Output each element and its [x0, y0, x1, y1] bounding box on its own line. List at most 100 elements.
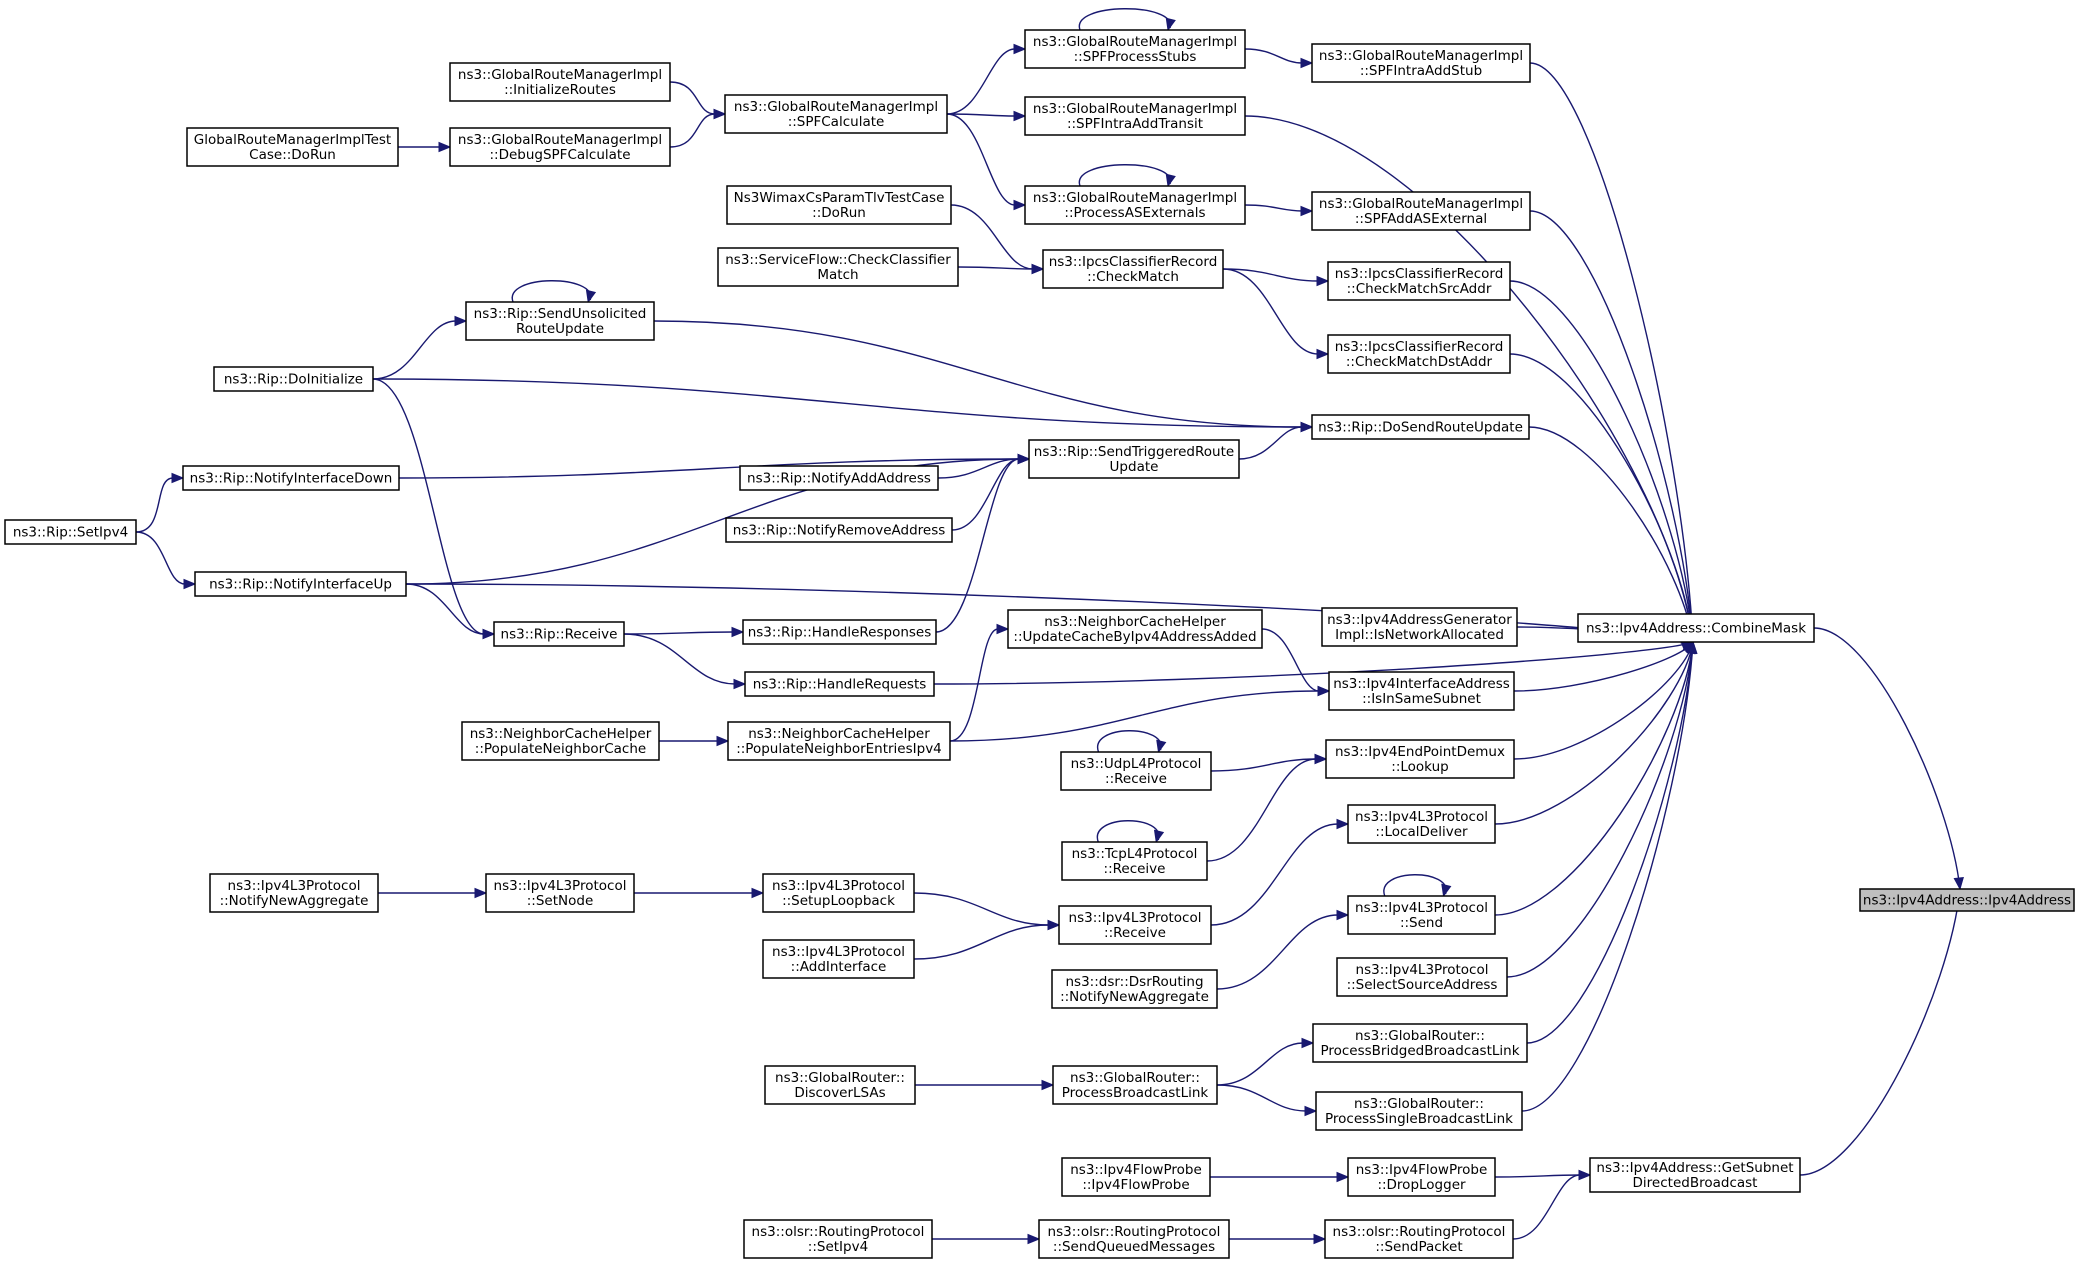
- node-udprecv[interactable]: ns3::UdpL4Protocol::Receive: [1060, 751, 1212, 791]
- node-spfaddasext[interactable]: ns3::GlobalRouteManagerImpl::SPFAddASExt…: [1311, 191, 1531, 231]
- node-box: [1328, 671, 1515, 711]
- edge-popneighentries-to-issamesubnet: [949, 685, 1331, 742]
- edge-procasext-to-spfaddasext: [1244, 204, 1314, 217]
- arrowhead: [482, 628, 496, 640]
- node-notifynewagg[interactable]: ns3::Ipv4L3Protocol::NotifyNewAggregate: [209, 873, 379, 913]
- node-procsingle[interactable]: ns3::GlobalRouter::ProcessSingleBroadcas…: [1315, 1091, 1523, 1131]
- edge-line: [949, 628, 999, 742]
- edge-line: [1216, 1084, 1307, 1112]
- node-tcprecv[interactable]: ns3::TcpL4Protocol::Receive: [1061, 841, 1208, 881]
- edge-notifynewagg-to-setnode: [377, 887, 488, 899]
- arrowhead: [716, 735, 730, 747]
- node-label: ns3::Ipv4Address::GetSubnet: [1596, 1160, 1793, 1176]
- node-updatecache[interactable]: ns3::NeighborCacheHelper::UpdateCacheByI…: [1007, 609, 1263, 649]
- arrowhead: [1013, 199, 1027, 211]
- edge-line: [957, 266, 1034, 270]
- edge-line: [1509, 353, 1694, 643]
- node-ripdoinit[interactable]: ns3::Rip::DoInitialize: [213, 366, 374, 392]
- node-popneighcache[interactable]: ns3::NeighborCacheHelper::PopulateNeighb…: [461, 721, 660, 761]
- node-box: [213, 366, 374, 392]
- node-lookup[interactable]: ns3::Ipv4EndPointDemux::Lookup: [1325, 739, 1515, 779]
- edge-line: [623, 633, 736, 685]
- node-handleresp[interactable]: ns3::Rip::HandleResponses: [742, 619, 937, 645]
- node-combine[interactable]: ns3::Ipv4Address::CombineMask: [1577, 613, 1815, 643]
- node-label: ns3::Ipv4EndPointDemux: [1335, 744, 1505, 760]
- node-spfintraaddstub[interactable]: ns3::GlobalRouteManagerImpl::SPFIntraAdd…: [1311, 43, 1531, 83]
- node-olsrsendpacket[interactable]: ns3::olsr::RoutingProtocol::SendPacket: [1324, 1219, 1514, 1259]
- node-box: [1577, 613, 1815, 643]
- edge-line: [372, 320, 457, 380]
- node-setuploop[interactable]: ns3::Ipv4L3Protocol::SetupLoopback: [762, 873, 915, 913]
- node-dsrnotify[interactable]: ns3::dsr::DsrRouting::NotifyNewAggregate: [1051, 969, 1218, 1009]
- node-label: ::CheckMatch: [1087, 269, 1179, 285]
- node-label: ::CheckMatchDstAddr: [1346, 354, 1493, 370]
- node-notifyadd[interactable]: ns3::Rip::NotifyAddAddress: [739, 465, 939, 491]
- edge-line: [669, 113, 716, 148]
- node-setnode[interactable]: ns3::Ipv4L3Protocol::SetNode: [485, 873, 635, 913]
- node-label: ns3::Ipv4Address::Ipv4Address: [1863, 893, 2071, 909]
- node-label: ns3::Rip::HandleResponses: [748, 625, 932, 641]
- node-wimax[interactable]: Ns3WimaxCsParamTlvTestCase::DoRun: [726, 185, 952, 225]
- arrowhead: [1953, 876, 1964, 891]
- node-localdeliver[interactable]: ns3::Ipv4L3Protocol::LocalDeliver: [1347, 804, 1496, 844]
- node-spfintratransit[interactable]: ns3::GlobalRouteManagerImpl::SPFIntraAdd…: [1024, 96, 1246, 136]
- edge-line: [1513, 641, 1694, 692]
- node-initroutes[interactable]: ns3::GlobalRouteManagerImpl::InitializeR…: [449, 62, 671, 102]
- node-l3receive[interactable]: ns3::Ipv4L3Protocol::Receive: [1058, 905, 1212, 945]
- node-notifyremove[interactable]: ns3::Rip::NotifyRemoveAddress: [725, 517, 953, 543]
- node-spfstubs[interactable]: ns3::GlobalRouteManagerImpl::SPFProcessS…: [1024, 29, 1246, 69]
- node-checksrc[interactable]: ns3::IpcsClassifierRecord::CheckMatchSrc…: [1327, 261, 1511, 301]
- node-label: ::Send: [1400, 915, 1443, 931]
- node-notifyup[interactable]: ns3::Rip::NotifyInterfaceUp: [194, 571, 407, 597]
- edge-line: [1244, 204, 1303, 212]
- arrowhead: [1317, 685, 1331, 697]
- node-olsrsetipv4[interactable]: ns3::olsr::RoutingProtocol::SetIpv4: [743, 1219, 933, 1259]
- node-dosendroute[interactable]: ns3::Rip::DoSendRouteUpdate: [1311, 414, 1530, 440]
- edge-line: [623, 631, 734, 635]
- node-label: ::SPFCalculate: [788, 114, 885, 130]
- node-label: ns3::olsr::RoutingProtocol: [1048, 1224, 1221, 1240]
- node-checkmatch[interactable]: ns3::IpcsClassifierRecord::CheckMatch: [1042, 249, 1224, 289]
- node-spfcalc[interactable]: ns3::GlobalRouteManagerImpl::SPFCalculat…: [724, 94, 948, 134]
- node-box: [1312, 1023, 1528, 1063]
- node-box: [186, 127, 399, 167]
- node-flowprobe[interactable]: ns3::Ipv4FlowProbe::Ipv4FlowProbe: [1061, 1157, 1211, 1197]
- edge-popneighcache-to-popneighentries: [659, 735, 730, 747]
- node-ripreceive[interactable]: ns3::Rip::Receive: [493, 621, 625, 647]
- node-selectsrc[interactable]: ns3::Ipv4L3Protocol::SelectSourceAddress: [1336, 957, 1508, 997]
- node-box: [1347, 1157, 1496, 1197]
- node-label: ns3::Ipv4L3Protocol: [1355, 900, 1488, 916]
- node-box: [742, 619, 937, 645]
- node-addiface[interactable]: ns3::Ipv4L3Protocol::AddInterface: [762, 939, 915, 979]
- node-l3send[interactable]: ns3::Ipv4L3Protocol::Send: [1347, 895, 1496, 935]
- node-checkdst[interactable]: ns3::IpcsClassifierRecord::CheckMatchDst…: [1327, 334, 1511, 374]
- edge-line: [135, 477, 174, 533]
- node-notifydown[interactable]: ns3::Rip::NotifyInterfaceDown: [182, 465, 400, 491]
- node-olsrsendqueued[interactable]: ns3::olsr::RoutingProtocol::SendQueuedMe…: [1038, 1219, 1230, 1259]
- node-procbridged[interactable]: ns3::GlobalRouter::ProcessBridgedBroadca…: [1312, 1023, 1528, 1063]
- node-droplogger[interactable]: ns3::Ipv4FlowProbe::DropLogger: [1347, 1157, 1496, 1197]
- node-popneighentries[interactable]: ns3::NeighborCacheHelper::PopulateNeighb…: [727, 721, 951, 761]
- node-ripsetipv4[interactable]: ns3::Rip::SetIpv4: [4, 519, 137, 545]
- edge-handleresp-to-sendtriggered: [935, 453, 1031, 633]
- node-getsubnet[interactable]: ns3::Ipv4Address::GetSubnetDirectedBroad…: [1589, 1157, 1801, 1193]
- node-discoverlsas[interactable]: ns3::GlobalRouter::DiscoverLSAs: [764, 1065, 916, 1105]
- arrowhead: [1300, 57, 1314, 69]
- node-label: ::SetNode: [527, 893, 594, 909]
- node-root[interactable]: ns3::Ipv4Address::Ipv4Address: [1859, 888, 2075, 912]
- node-label: ::SPFProcessStubs: [1074, 49, 1197, 65]
- node-handlereq[interactable]: ns3::Rip::HandleRequests: [744, 671, 935, 697]
- node-procasext[interactable]: ns3::GlobalRouteManagerImpl::ProcessASEx…: [1024, 185, 1246, 225]
- node-label: ns3::GlobalRouteManagerImpl: [458, 132, 662, 148]
- arrowhead: [1017, 453, 1031, 465]
- edge-line: [1512, 1174, 1581, 1240]
- node-procbroadcast[interactable]: ns3::GlobalRouter::ProcessBroadcastLink: [1052, 1065, 1218, 1105]
- node-isnetalloc[interactable]: ns3::Ipv4AddressGeneratorImpl::IsNetwork…: [1321, 607, 1518, 647]
- node-label: ns3::GlobalRouteManagerImpl: [1319, 48, 1523, 64]
- node-debugspf[interactable]: ns3::GlobalRouteManagerImpl::DebugSPFCal…: [449, 127, 671, 167]
- node-issamesubnet[interactable]: ns3::Ipv4InterfaceAddress::IsInSameSubne…: [1328, 671, 1515, 711]
